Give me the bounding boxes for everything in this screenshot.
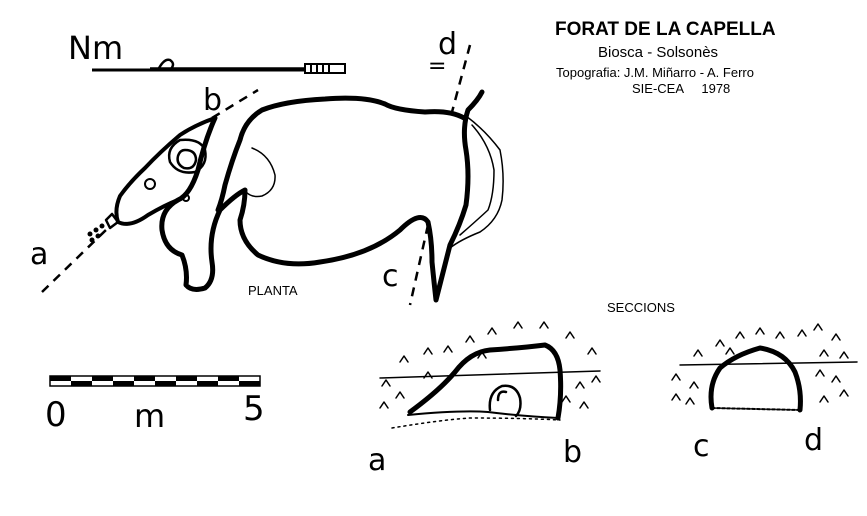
section-ab-left: a	[368, 443, 387, 478]
scale-bar	[49, 375, 261, 387]
scale-end: 5	[243, 389, 265, 429]
scale-segment	[239, 376, 260, 381]
north-label: Nm	[68, 29, 124, 67]
marker-a: a	[30, 237, 49, 272]
scale-segment	[50, 381, 71, 386]
scale-segment	[218, 381, 239, 386]
plan-label: PLANTA	[248, 283, 298, 298]
section-cd	[671, 323, 858, 413]
scale-segment	[92, 376, 113, 381]
scale-segment	[134, 381, 155, 386]
scale-segment	[50, 376, 71, 381]
scale-segment	[218, 376, 239, 381]
scale-unit: m	[134, 397, 166, 435]
survey-organization: SIE-CEA 1978	[632, 81, 731, 96]
sections-label: SECCIONS	[607, 300, 675, 315]
plan-view	[104, 89, 504, 303]
scale-segment	[113, 381, 134, 386]
scale-segment	[197, 376, 218, 381]
survey-credits: Topografia: J.M. Miñarro - A. Ferro	[556, 65, 754, 80]
marker-c: c	[382, 259, 399, 294]
scale-segment	[239, 381, 260, 386]
entrance-passage	[114, 116, 217, 226]
scale-segment	[92, 381, 113, 386]
marker-d: d	[438, 27, 458, 62]
marker-d-tick: =	[428, 54, 447, 79]
survey-region: Biosca - Solsonès	[598, 44, 719, 61]
scale-segment	[113, 376, 134, 381]
scale-frame	[49, 375, 261, 387]
section-cd-left: c	[693, 429, 710, 464]
north-arrow-icon	[92, 58, 346, 74]
scale-segment	[134, 376, 155, 381]
scale-segment	[155, 381, 176, 386]
scale-segment	[71, 376, 92, 381]
section-ab-right: b	[563, 435, 583, 470]
section-lines	[41, 44, 472, 306]
section-cd-right: d	[804, 423, 824, 458]
survey-title: FORAT DE LA CAPELLA	[555, 19, 776, 40]
marker-b: b	[203, 83, 223, 118]
scale-segment	[197, 381, 218, 386]
entrance-dots	[87, 223, 105, 243]
scale-segment	[71, 381, 92, 386]
section-ab	[379, 321, 601, 429]
scale-segment	[176, 376, 197, 381]
scale-segment	[155, 376, 176, 381]
scale-segment	[176, 381, 197, 386]
scale-start: 0	[45, 395, 67, 435]
cave-outline-plan	[159, 89, 485, 303]
